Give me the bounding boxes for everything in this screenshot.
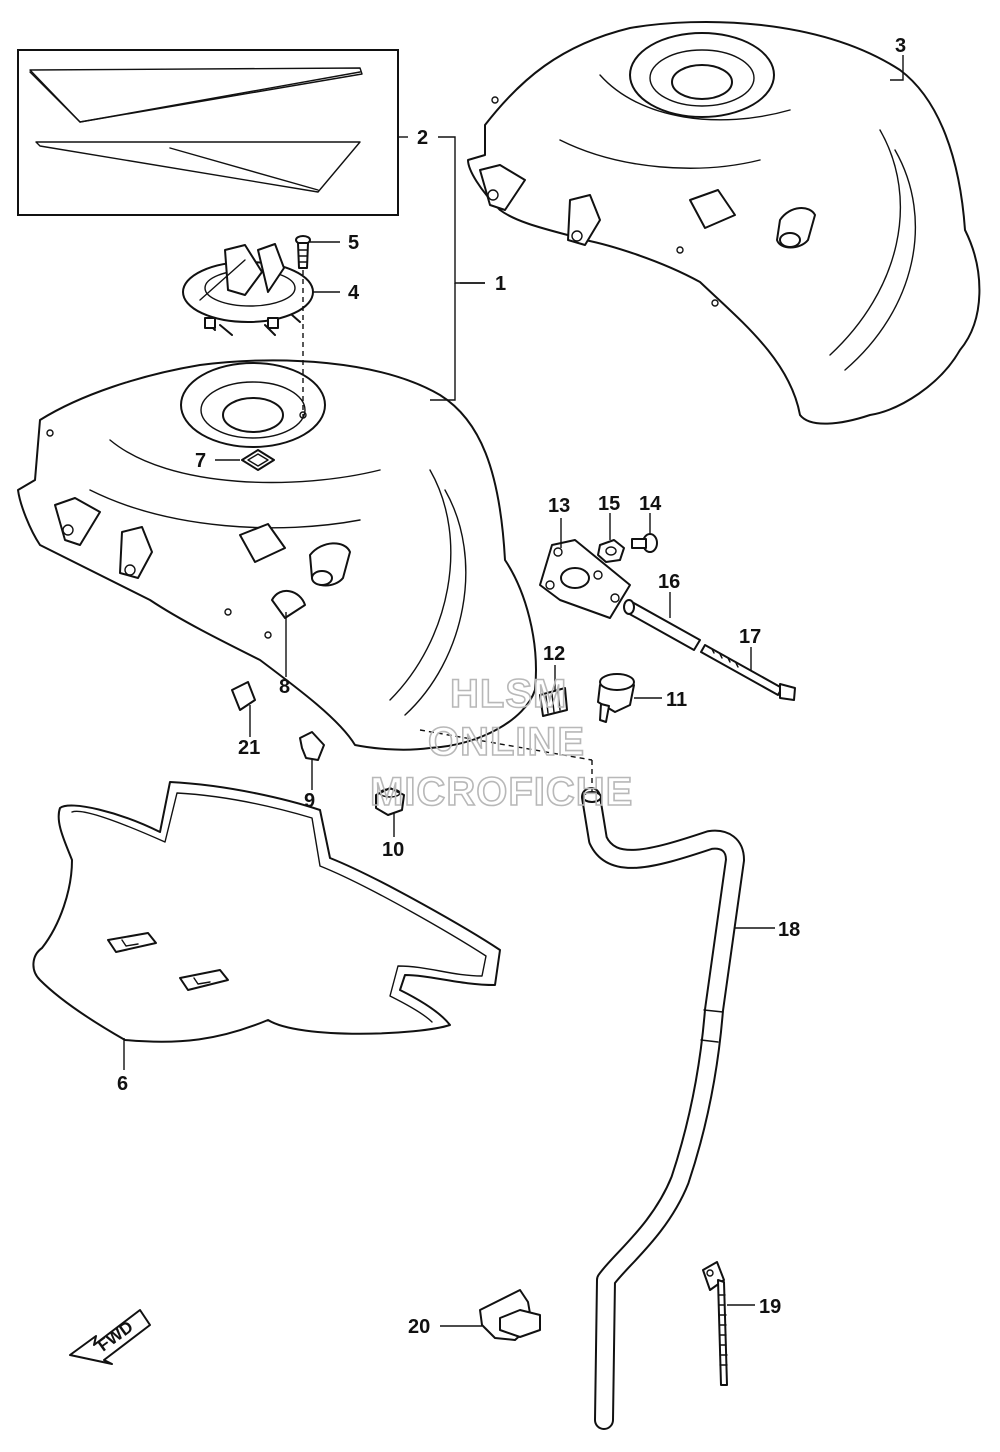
leader-lines — [123, 55, 904, 1327]
decal-set-part-2 — [17, 49, 399, 216]
emblem-part-7 — [241, 449, 275, 471]
callout-15: 15 — [598, 493, 620, 515]
heat-shield-part-6 — [32, 781, 501, 1043]
callout-19: 19 — [759, 1296, 781, 1318]
fuel-cap-part-4 — [182, 243, 314, 336]
callout-17: 17 — [739, 626, 761, 648]
clip-part-9 — [299, 731, 325, 761]
callout-1: 1 — [495, 273, 506, 295]
holder-part-20 — [479, 1289, 541, 1341]
callout-11: 11 — [666, 689, 687, 711]
watermark: HLSM ONLINE MICROFICHE — [369, 671, 633, 815]
callout-2: 2 — [417, 127, 428, 149]
fuel-tank-part-1 — [17, 359, 537, 751]
callout-10: 10 — [382, 839, 404, 861]
callout-20: 20 — [408, 1316, 430, 1338]
fuel-tank-part-3 — [467, 20, 981, 425]
callout-4: 4 — [348, 282, 360, 304]
cushion-part-12 — [539, 687, 568, 717]
bolt-part-17 — [700, 644, 796, 701]
callout-6: 6 — [117, 1073, 128, 1095]
sensor-part-11 — [597, 673, 635, 723]
breather-hose-part-18 — [581, 787, 745, 1430]
callout-16: 16 — [658, 571, 680, 593]
clamp-tie-part-19 — [702, 1261, 728, 1386]
watermark-line-1: HLSM — [450, 672, 567, 716]
forward-direction-marker: FWD — [69, 1309, 151, 1365]
plate-part-13 — [539, 539, 631, 619]
callout-labels: 1 2 3 4 5 6 7 8 9 10 11 12 13 14 15 16 1… — [117, 35, 906, 1338]
callout-14: 14 — [639, 493, 662, 515]
callout-18: 18 — [778, 919, 800, 941]
nut-part-15 — [597, 539, 625, 563]
callout-21: 21 — [238, 737, 260, 759]
callout-7: 7 — [195, 450, 206, 472]
bolt-part-14 — [631, 533, 658, 553]
damper-part-10 — [375, 787, 405, 816]
callout-8: 8 — [279, 676, 290, 698]
callout-9: 9 — [304, 790, 315, 812]
bolt-part-5 — [295, 235, 311, 269]
watermark-line-2: ONLINE — [428, 720, 585, 764]
cushion-part-21 — [231, 681, 256, 711]
callout-13: 13 — [548, 495, 570, 517]
watermark-line-3: MICROFICHE — [370, 770, 633, 814]
pipe-part-16 — [623, 599, 701, 651]
callout-5: 5 — [348, 232, 359, 254]
callout-3: 3 — [895, 35, 906, 57]
callout-12: 12 — [543, 643, 565, 665]
